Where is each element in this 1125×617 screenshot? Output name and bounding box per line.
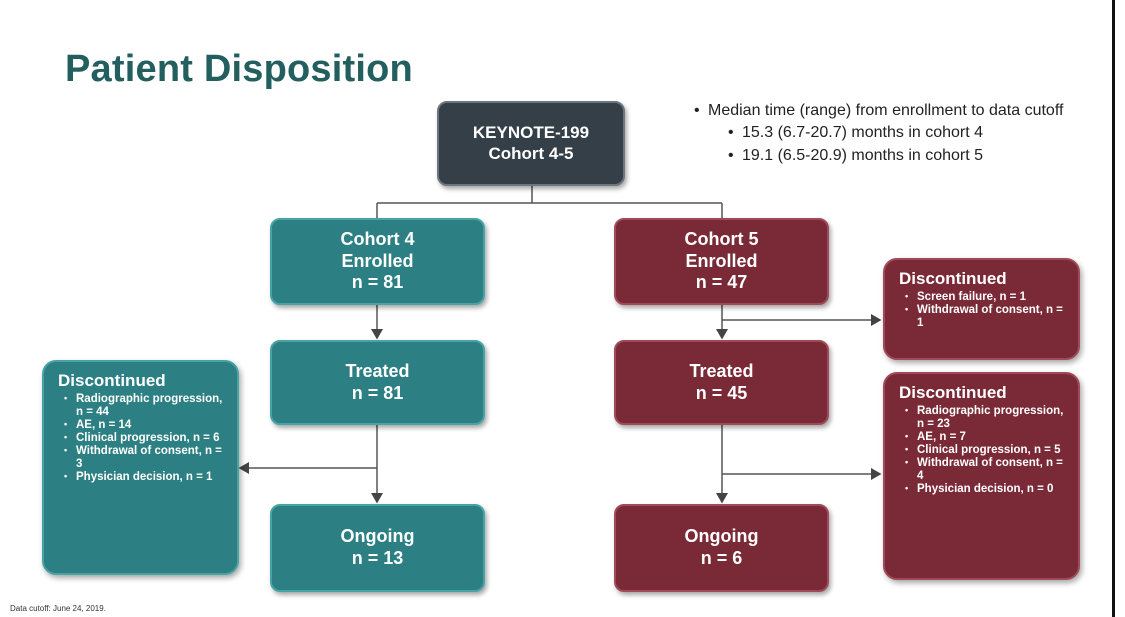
list-item: Radiographic progression, n = 23	[905, 405, 1068, 431]
page-title: Patient Disposition	[65, 48, 413, 90]
right-border	[1112, 0, 1115, 617]
cohort4-discontinued-box: Discontinued Radiographic progression, n…	[42, 360, 239, 575]
cohort5-ongoing-label: Ongoing	[684, 526, 759, 547]
cohort5-label: Cohort 5	[684, 229, 759, 250]
note-cohort4: 15.3 (6.7-20.7) months in cohort 4	[694, 122, 1094, 145]
keynote-line1: KEYNOTE-199	[472, 123, 590, 143]
cohort4-ongoing-box: Ongoing n = 13	[270, 504, 485, 592]
cohort4-ongoing-label: Ongoing	[340, 526, 415, 547]
list-item: Clinical progression, n = 5	[905, 444, 1068, 457]
cohort5-ongoing-count: n = 6	[700, 548, 743, 568]
list-item: AE, n = 14	[64, 419, 227, 432]
cohort5-discontinued-box: Discontinued Radiographic progression, n…	[883, 372, 1080, 580]
list-item: Withdrawal of consent, n = 1	[905, 304, 1068, 330]
cohort4-treated-box: Treated n = 81	[270, 340, 485, 425]
list-item: Screen failure, n = 1	[905, 291, 1068, 304]
list-item: Radiographic progression, n = 44	[64, 393, 227, 419]
cohort4-treated-label: Treated	[345, 360, 410, 381]
followup-notes: Median time (range) from enrollment to d…	[694, 100, 1094, 168]
cohort5-discontinued-heading: Discontinued	[899, 383, 1007, 402]
note-main: Median time (range) from enrollment to d…	[694, 100, 1094, 123]
cohort5-enrolled-count: n = 47	[695, 272, 748, 293]
cohort4-enrolled-box: Cohort 4 Enrolled n = 81	[270, 218, 485, 305]
list-item: Withdrawal of consent, n = 3	[64, 445, 227, 471]
list-item: Clinical progression, n = 6	[64, 432, 227, 445]
cohort5-screen-discontinued-heading: Discontinued	[899, 269, 1007, 288]
cohort5-ongoing-box: Ongoing n = 6	[614, 504, 829, 592]
cohort5-treated-box: Treated n = 45	[614, 340, 829, 425]
cohort4-enrolled-label: Enrolled	[341, 250, 414, 271]
keynote-line2: Cohort 4-5	[488, 143, 574, 163]
cohort5-treated-label: Treated	[689, 360, 754, 381]
cohort5-treated-count: n = 45	[695, 382, 748, 403]
note-cohort5: 19.1 (6.5-20.9) months in cohort 5	[694, 145, 1094, 168]
cohort5-enrolled-label: Enrolled	[685, 250, 758, 271]
list-item: AE, n = 7	[905, 431, 1068, 444]
cohort5-screen-discontinued-box: Discontinued Screen failure, n = 1 Withd…	[883, 258, 1080, 360]
list-item: Physician decision, n = 1	[64, 471, 227, 484]
footnote: Data cutoff: June 24, 2019.	[10, 604, 106, 613]
cohort4-treated-count: n = 81	[351, 382, 404, 403]
keynote-box: KEYNOTE-199 Cohort 4-5	[437, 101, 625, 186]
list-item: Withdrawal of consent, n = 4	[905, 457, 1068, 483]
cohort4-enrolled-count: n = 81	[351, 272, 404, 293]
cohort4-label: Cohort 4	[340, 229, 415, 250]
cohort4-ongoing-count: n = 13	[351, 548, 404, 568]
list-item: Physician decision, n = 0	[905, 483, 1068, 496]
cohort4-discontinued-heading: Discontinued	[58, 371, 166, 390]
cohort5-enrolled-box: Cohort 5 Enrolled n = 47	[614, 218, 829, 305]
